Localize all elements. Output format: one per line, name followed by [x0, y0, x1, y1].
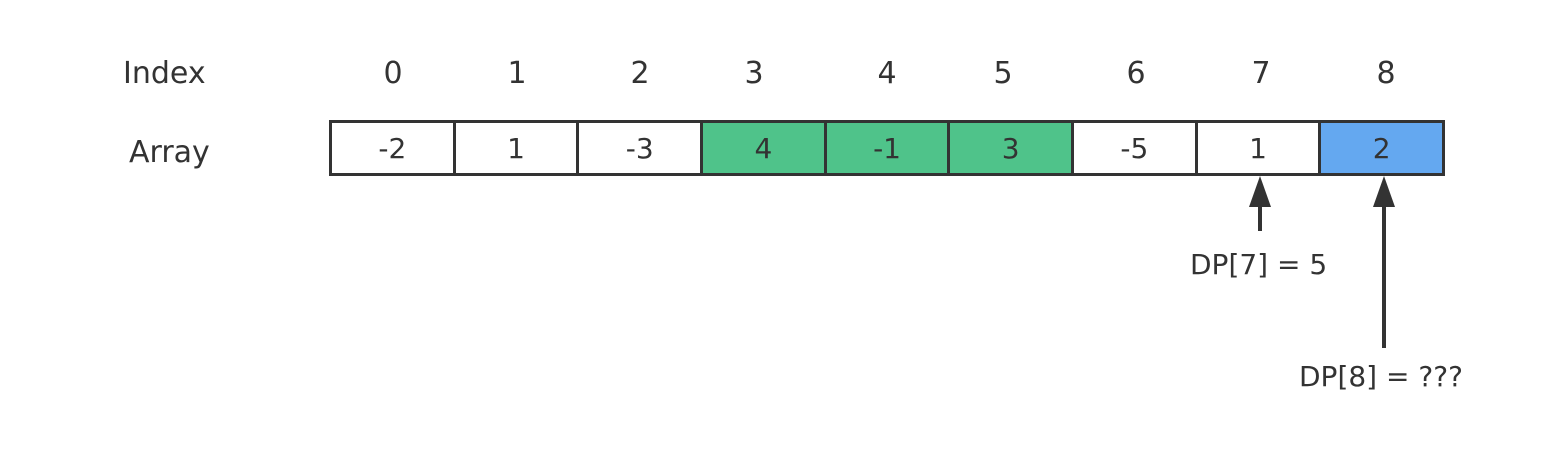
index-number: 8: [1376, 56, 1396, 91]
array-cell: 1: [1197, 123, 1322, 173]
arrow-to-index-8: [1373, 176, 1395, 348]
array-cell: -3: [579, 123, 704, 173]
dp7-annotation: DP[7] = 5: [1190, 248, 1328, 281]
array-cell: 4: [703, 123, 827, 173]
index-row-label: Index: [123, 56, 206, 91]
index-number: 3: [744, 56, 764, 91]
index-number: 4: [877, 56, 897, 91]
array-cell: 2: [1321, 123, 1443, 173]
array-cell: -5: [1074, 123, 1198, 173]
index-number: 1: [507, 56, 527, 91]
index-number: 2: [630, 56, 650, 91]
array-cell: -1: [826, 123, 951, 173]
dp8-annotation: DP[8] = ???: [1299, 360, 1463, 393]
array-cell: 1: [455, 123, 580, 173]
index-number: 7: [1251, 56, 1271, 91]
array-cell: 3: [950, 123, 1075, 173]
array-row: -2 1 -3 4 -1 3 -5 1 2: [329, 120, 1445, 176]
index-number: 6: [1126, 56, 1146, 91]
array-cell: -2: [332, 123, 456, 173]
array-row-label: Array: [129, 135, 210, 170]
arrow-head-icon: [1373, 176, 1395, 207]
index-number: 0: [383, 56, 403, 91]
arrow-head-icon: [1249, 176, 1271, 207]
arrow-to-index-7: [1249, 176, 1271, 231]
index-number: 5: [993, 56, 1013, 91]
